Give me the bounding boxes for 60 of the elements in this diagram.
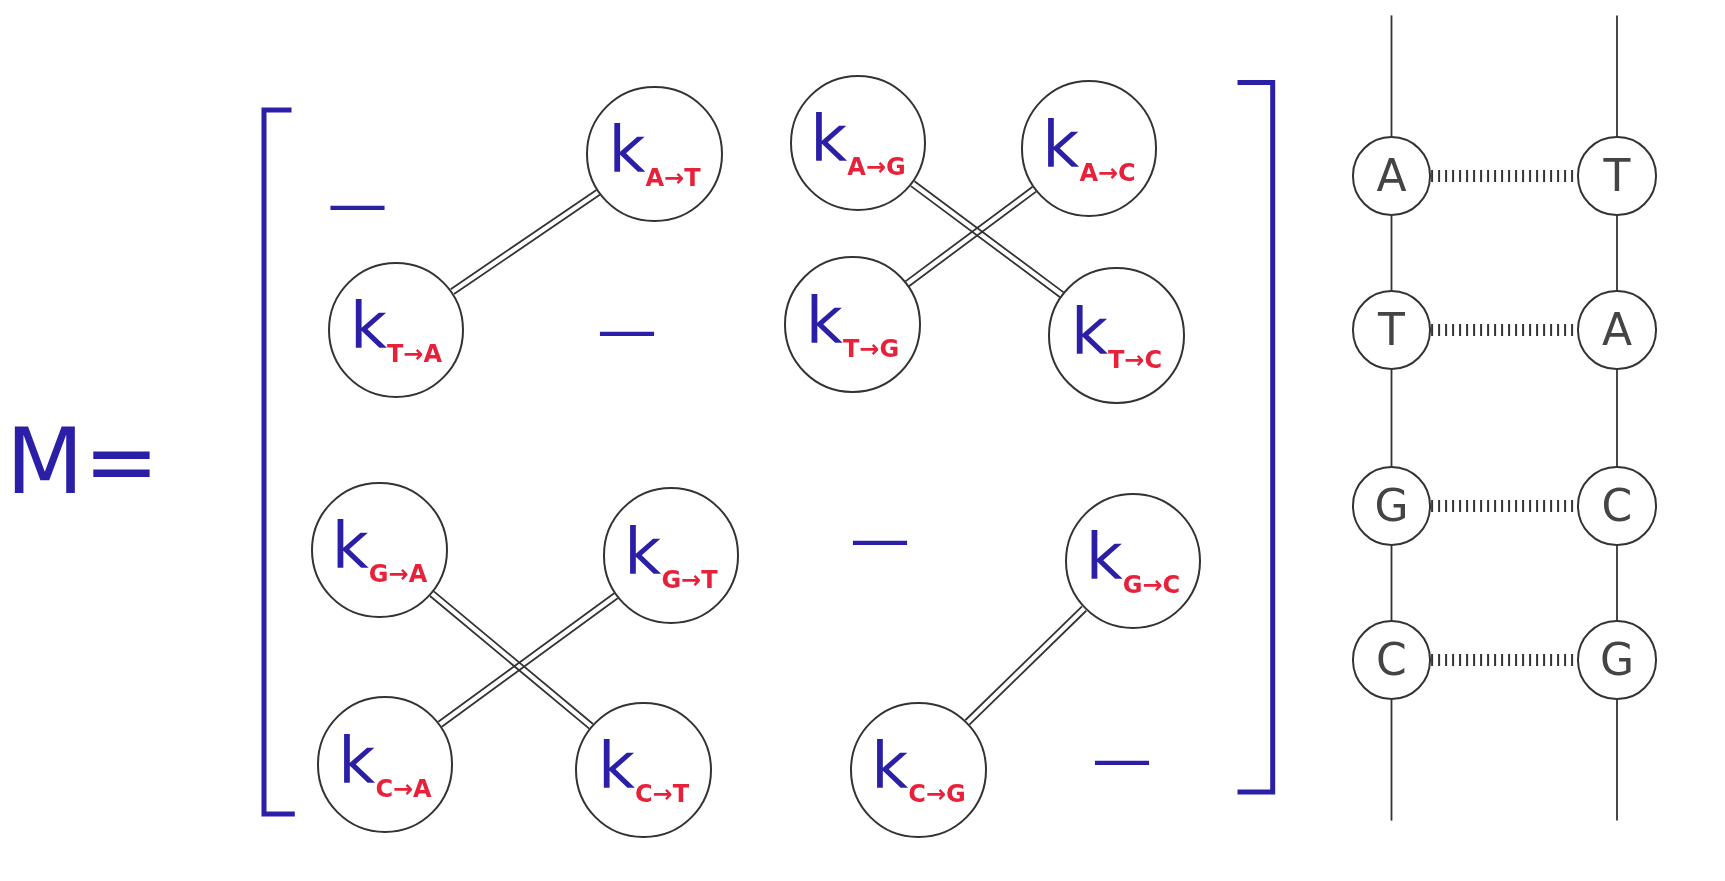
- base-circle: [1351, 466, 1432, 546]
- base-letter: A: [1601, 308, 1633, 352]
- base-letter: G: [1599, 638, 1635, 682]
- rate-circle: [602, 487, 740, 624]
- rate-constant: k$_{G→C}$: [1085, 525, 1181, 597]
- strand-line: [1390, 368, 1393, 468]
- dash-entry: —: [327, 173, 388, 234]
- double-line: [429, 590, 594, 730]
- base-letter: T: [1603, 154, 1631, 198]
- rate-circle: [586, 85, 723, 223]
- strand-line: [1390, 698, 1393, 822]
- base-circle: [1351, 620, 1432, 700]
- base-circle: [1577, 290, 1657, 370]
- base-letter: C: [1601, 484, 1633, 528]
- strand-line: [1616, 14, 1618, 138]
- double-line: [910, 180, 1065, 299]
- strand-line: [1616, 544, 1618, 622]
- rate-circle: [316, 696, 454, 833]
- rate-circle: [327, 261, 465, 399]
- strand-line: [1390, 544, 1393, 622]
- rate-circle: [789, 74, 927, 212]
- base-circle: [1351, 136, 1432, 216]
- base-circle: [1577, 620, 1657, 700]
- base-letter: A: [1376, 154, 1407, 198]
- rate-constant: k$_{C→A}$: [338, 728, 432, 801]
- matrix-symbol: M=: [6, 417, 160, 507]
- strand-line: [1390, 14, 1393, 138]
- base-letter: G: [1374, 484, 1409, 528]
- base-circle: [1577, 466, 1657, 546]
- base-letter: C: [1376, 638, 1407, 682]
- rate-circle: [784, 256, 921, 393]
- rate-constant: k$_{C→G}$: [871, 734, 966, 806]
- double-line: [449, 189, 601, 295]
- rate-constant: k$_{T→G}$: [805, 288, 900, 361]
- rate-constant: k$_{A→T}$: [608, 118, 701, 190]
- dash-entry: —: [850, 509, 910, 569]
- rate-circle: [1020, 80, 1158, 217]
- rate-constant: k$_{C→T}$: [597, 734, 690, 806]
- dash-entry: —: [597, 300, 657, 360]
- rate-circle: [311, 481, 448, 619]
- rate-constant: k$_{A→C}$: [1042, 112, 1136, 185]
- rate-constant: k$_{T→C}$: [1070, 299, 1163, 372]
- rate-circle: [1048, 267, 1185, 404]
- rate-circle: [850, 701, 987, 839]
- rate-constant: k$_{A→G}$: [810, 107, 906, 179]
- base-letter: T: [1378, 308, 1405, 352]
- double-line: [904, 185, 1037, 288]
- strand-line: [1616, 214, 1618, 292]
- rate-circle: [575, 701, 712, 839]
- double-line: [437, 592, 619, 728]
- strand-line: [1616, 698, 1618, 822]
- base-circle: [1351, 290, 1432, 370]
- strand-line: [1390, 214, 1393, 292]
- dash-entry: —: [1092, 729, 1152, 789]
- rate-constant: k$_{G→T}$: [624, 519, 718, 592]
- rate-circle: [1064, 492, 1202, 630]
- base-circle: [1577, 136, 1657, 216]
- double-line: [964, 605, 1088, 726]
- rate-constant: k$_{G→A}$: [331, 514, 428, 586]
- rate-constant: k$_{T→A}$: [349, 294, 443, 366]
